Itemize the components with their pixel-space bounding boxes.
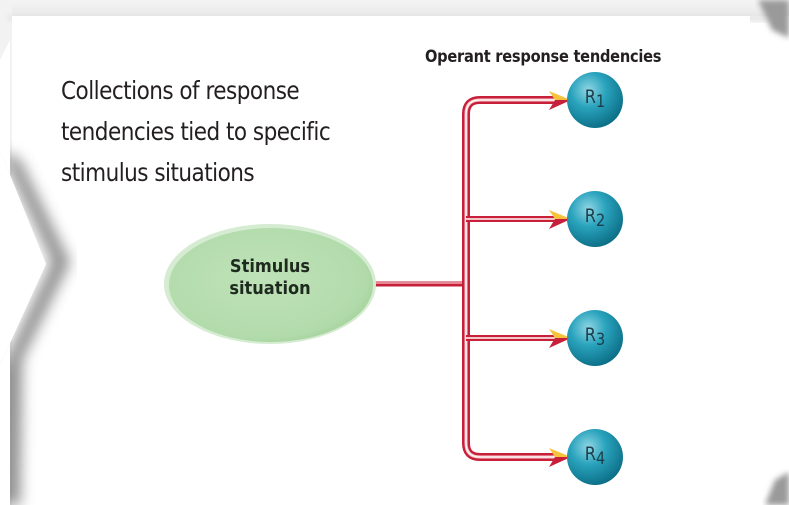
response-balls: [567, 72, 623, 485]
arrowhead-icon: [549, 219, 571, 229]
right-chevron-shadow: [758, 0, 789, 505]
response-label-1: R1: [584, 86, 606, 112]
top-band: [0, 0, 789, 16]
stimulus-ellipse: [169, 228, 373, 342]
trunk-line-shine: [465, 99, 555, 458]
response-ball-4: [567, 429, 623, 485]
arrowhead-icon: [549, 448, 571, 457]
responses-title: Operant response tendencies: [425, 47, 662, 67]
response-ball-1: [567, 72, 623, 128]
arrowhead-icon: [549, 210, 571, 219]
response-label-2: R2: [584, 205, 606, 231]
description-line: tendencies tied to specific: [61, 117, 331, 146]
description-line: stimulus situations: [61, 158, 255, 187]
arrowhead-icon: [549, 100, 571, 110]
stimulus-label-line: situation: [229, 278, 311, 299]
description-text: Collections of response tendencies tied …: [61, 70, 413, 193]
arrow-connectors: [372, 91, 571, 467]
arrowhead-icon: [549, 91, 571, 100]
arrowhead-icon: [549, 329, 571, 338]
description-line: Collections of response: [61, 76, 300, 105]
response-label-4: R4: [584, 443, 606, 469]
arrowhead-icon: [549, 457, 571, 467]
response-ball-3: [567, 310, 623, 366]
arrowhead-icon: [549, 338, 571, 348]
left-chevron: [0, 40, 70, 505]
stimulus-label-line: Stimulus: [229, 256, 311, 277]
response-label-3: R3: [584, 324, 606, 350]
response-ball-2: [567, 191, 623, 247]
stimulus-label: Stimulus situation: [180, 256, 360, 300]
